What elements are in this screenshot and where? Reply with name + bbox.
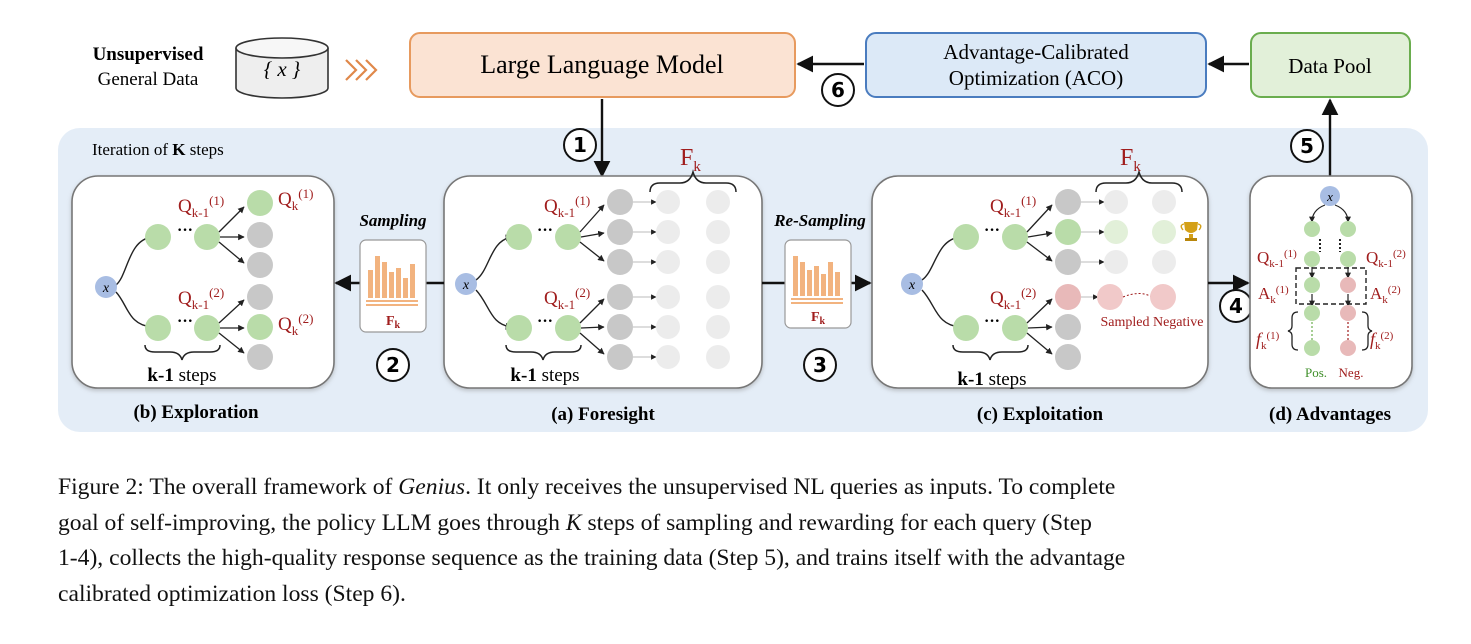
svg-text:2: 2	[386, 353, 400, 377]
framework-diagram: Unsupervised General Data { x } Large La…	[58, 32, 1428, 432]
trophy-icon	[1180, 222, 1202, 241]
k1-steps-label: k-1 steps	[147, 365, 216, 386]
source-label-bold: Unsupervised	[93, 44, 204, 65]
step-6-badge: 6	[821, 73, 855, 107]
step-3-badge: 3	[803, 348, 837, 382]
a-label-adv-1: Ak(1)	[1258, 284, 1289, 306]
svg-text:5: 5	[1300, 134, 1314, 158]
advantage-box	[1295, 267, 1367, 305]
k1-steps-label: k-1 steps	[510, 365, 579, 386]
step-4-badge: 4	[1219, 289, 1253, 323]
fk-label-exploitation: Fk	[1120, 145, 1141, 175]
histogram-icon	[366, 256, 418, 306]
q-label-exploration-1: Qk-1(1)	[178, 193, 224, 220]
caption-line-1: Figure 2: The overall framework of Geniu…	[58, 474, 1116, 500]
f-label-adv-1: fk(1)	[1256, 329, 1280, 352]
svg-text:···: ···	[537, 313, 553, 330]
svg-text:···: ···	[177, 222, 193, 239]
fk-label-foresight: Fk	[680, 145, 701, 175]
svg-text:4: 4	[1229, 294, 1243, 318]
q-label-foresight-2: Qk-1(2)	[544, 285, 590, 312]
data-source: Unsupervised General Data { x }	[93, 37, 378, 99]
svg-text:3: 3	[813, 353, 827, 377]
root-node	[455, 273, 477, 295]
histogram-icon	[791, 256, 843, 304]
caption-line-4: calibrated optimization loss (Step 6).	[58, 580, 406, 607]
sampling-histogram-box: Fk	[359, 239, 427, 333]
q-label-adv-1: Qk-1(1)	[1257, 248, 1297, 270]
svg-text:6: 6	[831, 78, 845, 102]
advantages-tree: x Qk-1(1) Qk-1(2) Ak(1) Ak(2) fk(1) fk(2…	[1256, 186, 1406, 380]
chevron-arrows-icon	[345, 59, 378, 81]
caption-line-2: goal of self-improving, the policy LLM g…	[58, 509, 1092, 536]
pos-label: Pos.	[1305, 365, 1327, 380]
qk-label-exploration-1: Qk(1)	[278, 186, 313, 213]
foresight-title: (a) Foresight	[551, 404, 655, 425]
sampling-fk-label: Fk	[386, 314, 401, 331]
exploration-tree: x ··· ··· Qk-1(1) Qk(1) Qk-1(2) Qk(2) k-…	[95, 186, 313, 386]
sampling-label: Sampling	[359, 211, 427, 230]
foresight-tree: x ··· ··· Qk-1(1) Qk-1(2) Fk k-	[455, 145, 737, 386]
svg-text:x: x	[1326, 189, 1333, 204]
step-2-badge: 2	[376, 348, 410, 382]
f-label-adv-2: fk(2)	[1370, 329, 1394, 352]
database-icon: { x }	[235, 37, 329, 99]
exploitation-tree: x ··· ··· Sampled Neg	[901, 145, 1204, 390]
root-node	[901, 273, 923, 295]
svg-text:···: ···	[984, 222, 1000, 239]
svg-text:x: x	[908, 278, 916, 293]
q-label-exploitation-2: Qk-1(2)	[990, 285, 1036, 312]
sampled-negative-label: Sampled Negative	[1100, 315, 1203, 330]
step-5-badge: 5	[1290, 129, 1324, 163]
data-pool-label: Data Pool	[1288, 54, 1372, 78]
llm-label: Large Language Model	[480, 50, 724, 79]
step-1-badge: 1	[563, 128, 597, 162]
advantages-card	[1249, 175, 1413, 389]
figure-caption: Figure 2: The overall framework of Geniu…	[58, 470, 1418, 612]
q-label-exploration-2: Qk-1(2)	[178, 285, 224, 312]
q-label-adv-2: Qk-1(2)	[1366, 248, 1406, 270]
llm-box: Large Language Model	[409, 32, 796, 98]
aco-label-line2: Optimization (ACO)	[949, 66, 1123, 90]
root-node	[1320, 186, 1340, 206]
resampling-histogram-box: Fk	[784, 239, 852, 329]
caption-line-3: 1-4), collects the high-quality response…	[58, 545, 1126, 571]
iteration-label: Iteration of K steps	[92, 140, 224, 159]
exploration-title: (b) Exploration	[133, 402, 259, 423]
a-label-adv-2: Ak(2)	[1370, 284, 1401, 306]
svg-text:···: ···	[984, 313, 1000, 330]
data-pool-box: Data Pool	[1250, 32, 1411, 98]
svg-text:···: ···	[537, 222, 553, 239]
aco-label-line1: Advantage-Calibrated	[943, 40, 1129, 64]
q-label-exploitation-1: Qk-1(1)	[990, 193, 1036, 220]
source-label-plain: General Data	[98, 69, 199, 90]
svg-text:···: ···	[177, 313, 193, 330]
svg-text:x: x	[462, 278, 470, 293]
svg-text:1: 1	[573, 133, 587, 157]
q-label-foresight-1: Qk-1(1)	[544, 193, 590, 220]
exploitation-title: (c) Exploitation	[977, 404, 1104, 425]
neg-label: Neg.	[1339, 365, 1364, 380]
svg-text:x: x	[102, 281, 110, 296]
advantages-title: (d) Advantages	[1269, 404, 1391, 425]
k1-steps-label: k-1 steps	[957, 369, 1026, 390]
qk-label-exploration-2: Qk(2)	[278, 311, 313, 338]
aco-box: Advantage-Calibrated Optimization (ACO)	[865, 32, 1207, 98]
root-node	[95, 276, 117, 298]
resampling-fk-label: Fk	[811, 310, 826, 327]
resampling-label: Re-Sampling	[773, 211, 866, 230]
database-text: { x }	[264, 57, 301, 81]
